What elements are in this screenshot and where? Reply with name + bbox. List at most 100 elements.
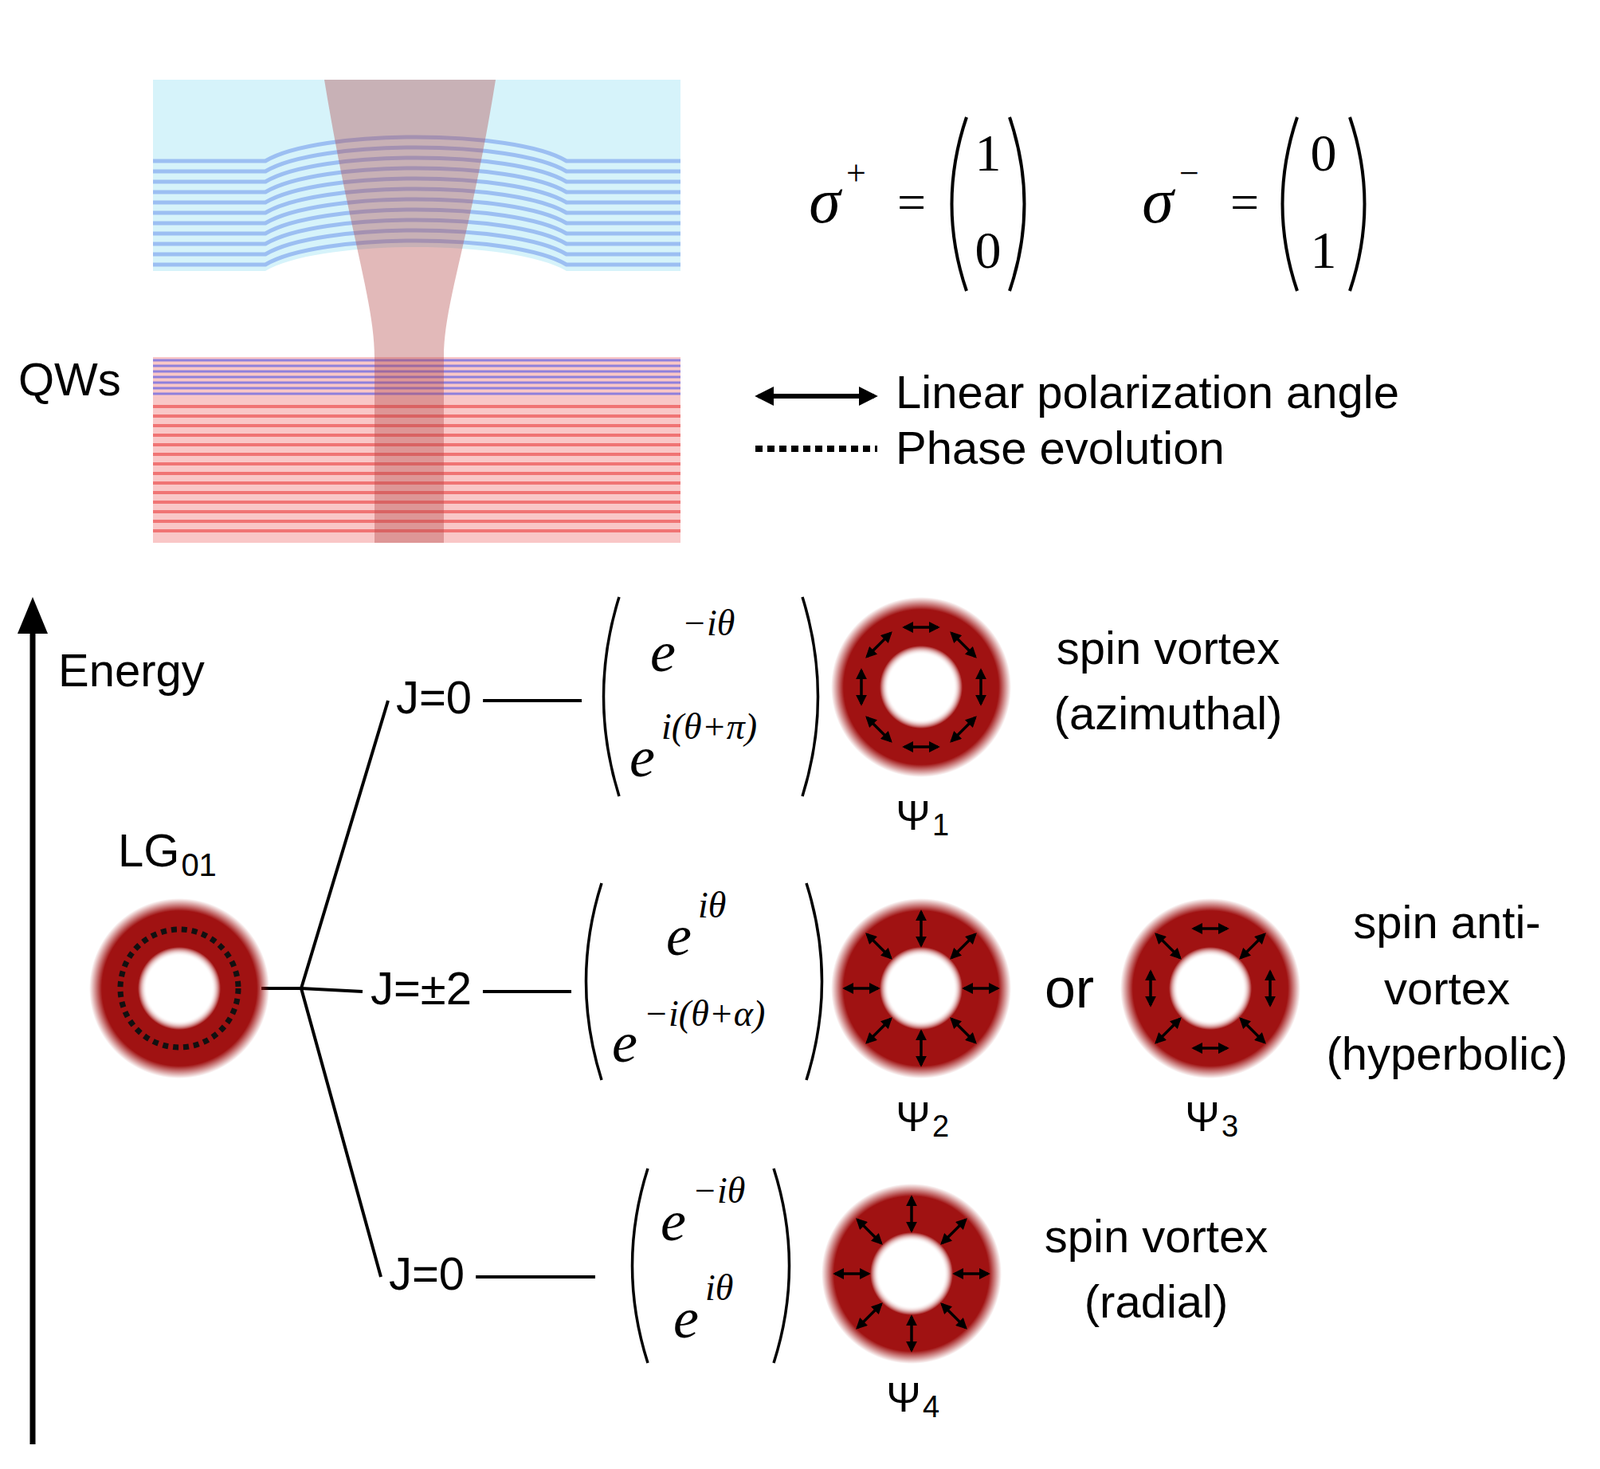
polarization-arrow [951,632,976,657]
polarization-arrow [951,933,976,958]
label-text: σ [808,164,840,238]
mode-description: spin vortex (azimuthal) [1036,615,1300,747]
label-text: 1 [975,122,1002,184]
mode-description: spin anti-vortex (hyperbolic) [1309,889,1585,1087]
matrix-paren [603,596,620,797]
level-label: J=0 [388,1247,465,1299]
label-text: e [611,1009,638,1076]
mode-donut [831,898,1012,1079]
label-text: or [1044,956,1095,1021]
matrix-paren [773,1168,790,1363]
label-text: Ψ [895,1093,930,1142]
spin-donuts [821,596,1301,1364]
polarization-arrow [951,1018,976,1043]
polarization-arrow [979,670,983,704]
label-text: 0 [975,219,1002,281]
label-text: iθ [705,1266,734,1310]
label-text: − [1179,153,1200,195]
energy-axis [30,629,36,1444]
label-text: 0 [1310,122,1338,184]
mode-description: spin vortex (radial) [1024,1203,1288,1335]
label-text: QWs [18,352,122,407]
legend-dotted [755,445,878,452]
label-text: i(θ+π) [661,705,757,749]
matrix-paren [1349,117,1365,291]
label-text: Ψ [1184,1093,1220,1142]
label-text: + [846,153,867,195]
polarization-arrow [904,745,938,749]
label-text: −iθ [692,1169,746,1212]
matrix-paren [1282,117,1299,291]
polarization-arrow [866,933,891,958]
splitting-line [261,988,381,1277]
polarization-arrow [919,911,923,946]
polarization-arrow [857,1219,882,1244]
polarization-arrow [844,986,879,990]
matrix-paren [952,117,968,291]
label-text: e [660,1188,687,1255]
polarization-arrow [1193,1046,1228,1050]
label-text: e [666,902,692,969]
polarization-arrow [1193,926,1228,930]
polarization-arrow [941,1303,966,1328]
energy-level: J=0 [392,669,475,726]
mode-name: LG [117,823,180,878]
level-line [482,989,572,993]
polarization-arrow [1268,971,1272,1005]
polarization-arrow [964,986,998,990]
mode-donut [821,1183,1002,1364]
polarization-arrow [951,717,976,742]
label-text: = [897,172,926,232]
polarization-arrow [859,670,863,704]
polarization-arrow [866,717,891,742]
splitting-line [261,700,389,989]
label-text: Ψ [886,1373,921,1422]
polarization-arrow [866,632,891,657]
level-label: J=±2 [370,961,472,1014]
mode-donut-node: LG01 [97,905,262,1071]
polarization-arrow [954,1271,989,1275]
polarization-arrow [1156,1018,1181,1043]
polarization-arrow [1149,971,1153,1005]
label-text: 2 [932,1109,950,1145]
polarization-arrow [1156,933,1181,958]
mode-index: 01 [180,846,217,883]
mode-donut [831,596,1012,777]
label-text: 1 [932,807,950,844]
label-text: = [1230,172,1259,232]
polarization-arrow [941,1219,966,1244]
label-text: e [629,724,655,791]
donut-shape [97,905,262,1071]
energy-level: J=0 [385,1245,468,1302]
label-text: Energy [58,643,205,698]
polarization-arrow [919,1031,923,1065]
legend-text: Linear polarization angle [895,365,1400,420]
matrix-paren [632,1168,649,1363]
level-line [475,1274,596,1279]
polarization-arrow [835,1271,869,1275]
label-text: 3 [1221,1109,1239,1145]
matrix-paren [806,882,823,1080]
label-text: 1 [1310,219,1338,281]
polarization-arrow [866,1018,891,1043]
lg-donut [89,898,270,1079]
label-text: Ψ [895,792,930,840]
polarization-arrow [857,1303,882,1328]
level-label: J=0 [396,670,472,723]
label-text: 4 [922,1389,940,1425]
label-text: iθ [698,884,726,927]
legend-text: Phase evolution [895,421,1225,475]
polarization-arrow [909,1316,914,1350]
matrix-paren [586,882,603,1080]
energy-arrowhead [17,596,48,634]
label-text: −i(θ+α) [643,992,765,1036]
mode-donut [1120,898,1301,1079]
polarization-arrow [904,625,938,629]
label-text: σ [1141,164,1173,238]
label-text: e [673,1285,699,1352]
polarization-arrow [1240,1018,1265,1043]
matrix-paren [802,596,819,797]
